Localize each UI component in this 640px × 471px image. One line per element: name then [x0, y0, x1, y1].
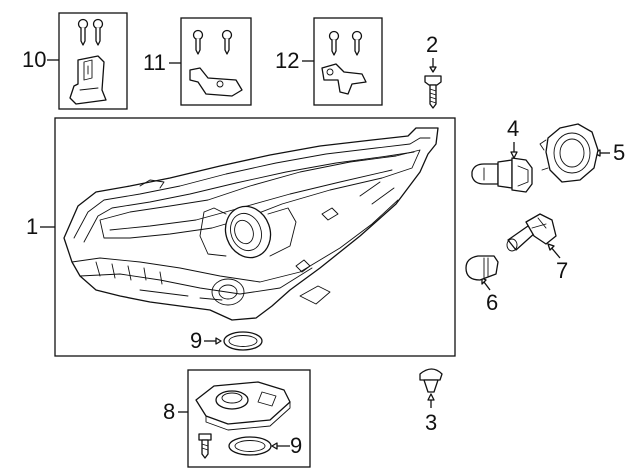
part-9-seal-ring-upper: 9	[190, 328, 263, 353]
kit-11-box	[180, 17, 252, 106]
part-1-headlamp-assembly: 1 9	[26, 117, 456, 357]
callout-8: 8	[163, 399, 175, 424]
kit-12-screws	[328, 30, 363, 56]
part-3-clip: 3	[419, 368, 443, 435]
callout-1: 1	[26, 214, 38, 239]
callout-11: 11	[143, 50, 166, 75]
part-7-bulb-socket: 7	[506, 213, 568, 283]
ballast-kit-box	[187, 369, 311, 468]
callout-5: 5	[613, 140, 625, 165]
kit-11-screws	[192, 29, 233, 55]
projector-lens	[199, 205, 297, 259]
kit-11-group: 11	[143, 17, 252, 106]
callout-3: 3	[425, 410, 437, 435]
callout-12: 12	[275, 48, 299, 73]
part-2-bolt: 2	[424, 32, 442, 109]
part-9-seal-ring-lower	[228, 436, 272, 456]
callout-4: 4	[507, 116, 519, 141]
kit-10-box	[58, 12, 128, 110]
callout-6: 6	[486, 290, 498, 315]
kit-12-group: 12	[275, 17, 383, 106]
part-4-bulb: 4	[471, 116, 533, 193]
callout-9-lower: 9	[290, 433, 302, 458]
part-5-cap: 5	[539, 123, 625, 183]
kit-10-group: 10	[22, 12, 128, 110]
headlamp-box	[54, 117, 456, 357]
kit-12-bracket	[321, 63, 367, 95]
callout-10: 10	[22, 47, 46, 72]
part-8-ballast-kit: 8	[163, 369, 311, 468]
kit-10-screws	[77, 18, 104, 46]
callout-9-upper: 9	[190, 328, 202, 353]
kit-11-bracket	[189, 67, 243, 97]
callout-7: 7	[556, 258, 568, 283]
kit-10-bracket	[69, 55, 107, 105]
part-6-bulb: 6	[465, 255, 499, 315]
callout-2: 2	[426, 32, 438, 57]
